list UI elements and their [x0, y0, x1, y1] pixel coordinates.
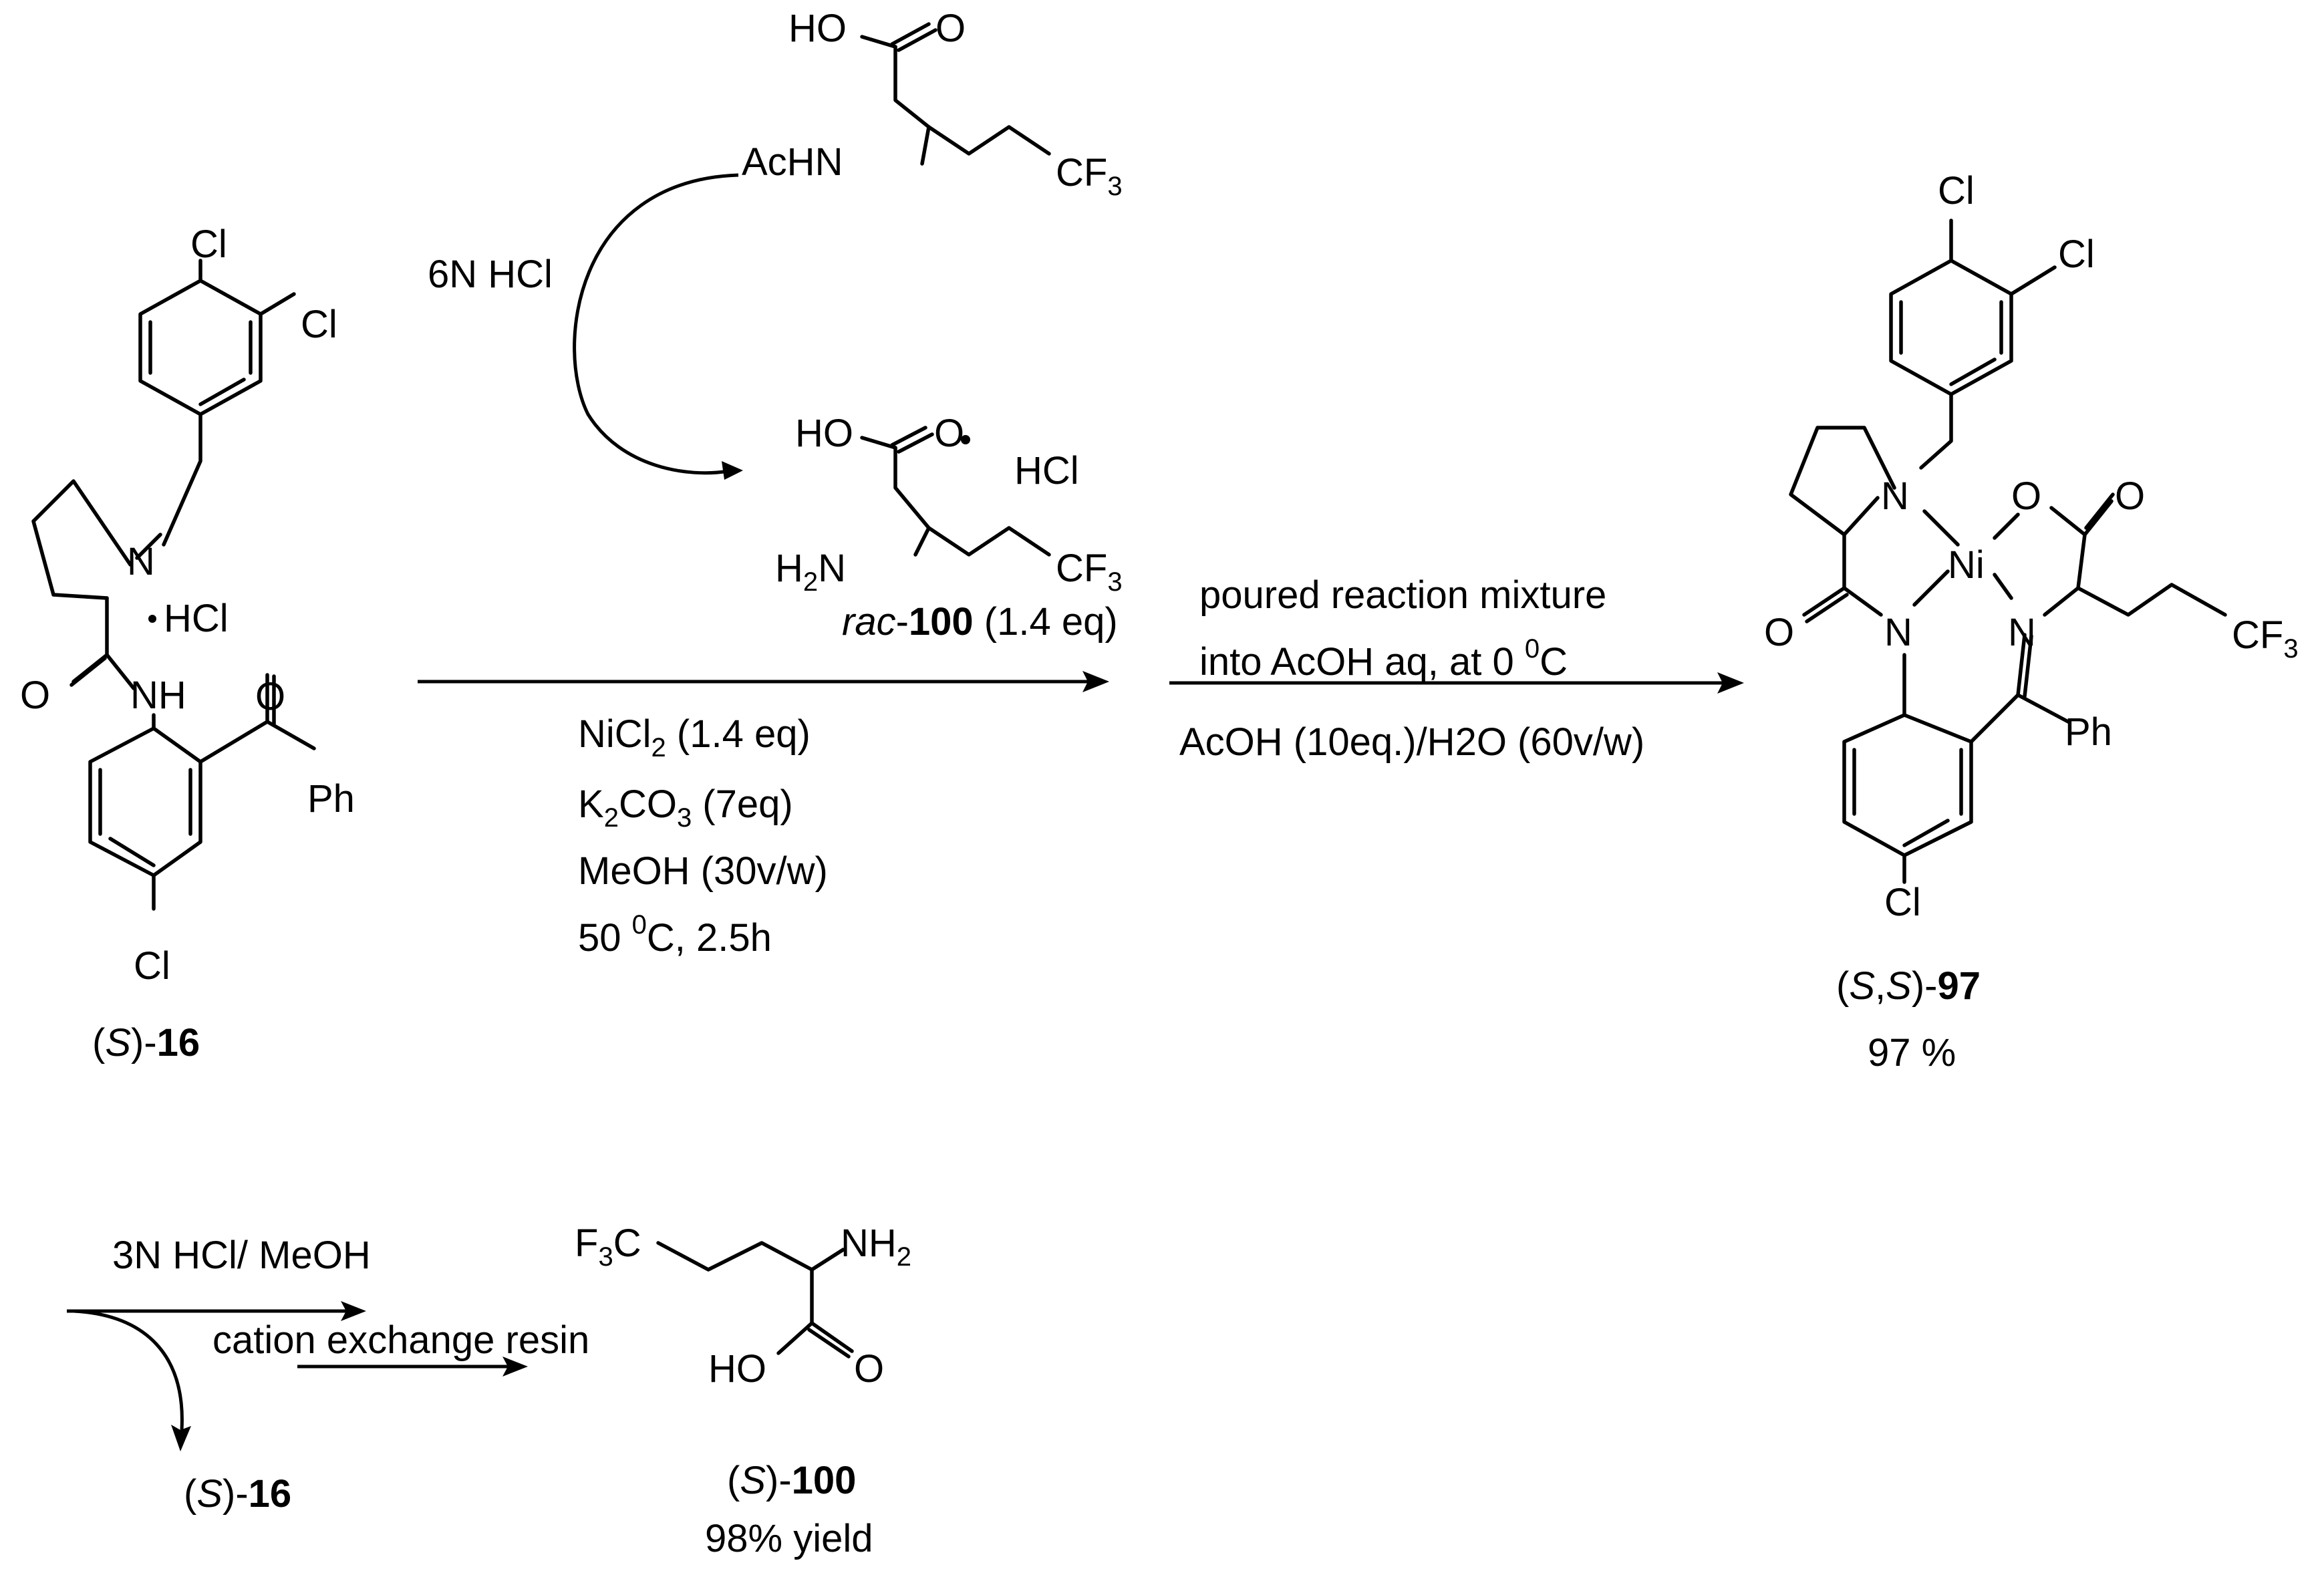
- s100-f3c-label: F3C: [575, 1222, 641, 1272]
- amino-acid-ho-label: HO: [795, 412, 853, 455]
- compound-ss97-structure: Cl Cl N Ni O O O N N CF3 Ph Cl: [1764, 169, 2299, 924]
- step1-above-label: rac-100 (1.4 eq): [842, 600, 1118, 644]
- s16-salt-dot: [148, 615, 156, 623]
- step3-recovered-s16-label: (S)-16: [184, 1472, 291, 1516]
- s16-cl-top-label: Cl: [190, 223, 227, 266]
- step3-condition-line1: 3N HCl/ MeOH: [112, 1234, 371, 1277]
- ss97-cf3-label: CF3: [2232, 613, 2299, 664]
- acetyl-acid-o-label: O: [935, 7, 966, 50]
- step3-arrow-lower: [297, 1357, 528, 1377]
- ss97-n-amide-label: N: [1884, 611, 1912, 654]
- step1-condition-line2: K2CO3 (7eq): [578, 782, 793, 833]
- salt-dot: [961, 435, 970, 444]
- ss97-n-imine-label: N: [2008, 611, 2036, 654]
- amino-acid-o-label: O: [934, 412, 964, 455]
- s16-n-label: N: [127, 540, 155, 583]
- step1-arrow: [418, 671, 1109, 692]
- step3-arrow-upper: [67, 1301, 366, 1321]
- s100-compound-label: (S)-100: [727, 1459, 856, 1502]
- step1-condition-line1: NiCl2 (1.4 eq): [578, 712, 811, 762]
- amino-acid-hcl-structure: HO O HCl H2N CF3: [775, 412, 1123, 597]
- amino-acid-h2n-label: H2N: [775, 547, 846, 597]
- s16-nh-label: NH: [130, 674, 186, 717]
- amino-acid-hcl-label: HCl: [1014, 449, 1079, 492]
- step1-condition-line3: MeOH (30v/w): [578, 849, 828, 893]
- step1-condition-line4: 50 0C, 2.5h: [578, 910, 772, 960]
- step3-condition-line2: cation exchange resin: [212, 1318, 589, 1362]
- hydrolysis-curved-arrow: [573, 173, 743, 480]
- s100-o-label: O: [854, 1347, 884, 1391]
- ss97-ph-label: Ph: [2065, 710, 2112, 754]
- s100-ho-label: HO: [708, 1347, 766, 1391]
- ss97-cl-meta-label: Cl: [2058, 233, 2095, 276]
- s16-o-ketone-label: O: [255, 675, 285, 718]
- s100-yield-label: 98% yield: [705, 1517, 873, 1560]
- acetyl-acid-ho-label: HO: [788, 7, 847, 50]
- acetyl-amino-acid-structure: HO O AcHN CF3: [742, 7, 1123, 201]
- step2-arrow: [1169, 672, 1744, 694]
- s16-ph-label: Ph: [307, 777, 355, 821]
- compound-s100-structure: F3C NH2 HO O: [575, 1222, 911, 1391]
- ss97-o-carboxyl-label: O: [2011, 474, 2041, 518]
- amino-acid-cf3-label: CF3: [1056, 547, 1123, 597]
- ss97-compound-label: (S,S)-97: [1836, 964, 1981, 1008]
- ss97-ni-label: Ni: [1948, 543, 1985, 587]
- s16-compound-label: (S)-16: [92, 1021, 200, 1064]
- s16-cl-meta-label: Cl: [301, 303, 337, 346]
- step2-condition-line1: poured reaction mixture: [1199, 573, 1606, 617]
- step2-condition-line3: AcOH (10eq.)/H2O (60v/w): [1179, 720, 1644, 764]
- ss97-cl-top-label: Cl: [1938, 169, 1975, 212]
- acetyl-acid-cf3-label: CF3: [1056, 151, 1123, 201]
- acetyl-acid-achn-label: AcHN: [742, 140, 843, 184]
- step3-recovery-curved-arrow: [73, 1309, 191, 1451]
- ss97-o-carbonyl-label: O: [2115, 474, 2145, 518]
- ss97-n-pyrrolidine-label: N: [1881, 474, 1909, 518]
- ss97-cl-bottom-label: Cl: [1884, 881, 1921, 924]
- ss97-yield-label: 97 %: [1868, 1031, 1956, 1075]
- s100-nh2-label: NH2: [841, 1222, 911, 1272]
- s16-o-amide-label: O: [20, 674, 50, 717]
- s16-hcl-label: HCl: [164, 597, 229, 640]
- step2-condition-line2: into AcOH aq, at 0 0C: [1199, 634, 1568, 684]
- compound-s16-structure: Cl Cl N HCl O NH O Ph Cl: [20, 223, 355, 988]
- s16-cl-bottom-label: Cl: [134, 944, 170, 988]
- ss97-o-amide-label: O: [1764, 611, 1794, 654]
- hydrolysis-reagent-label: 6N HCl: [428, 253, 553, 296]
